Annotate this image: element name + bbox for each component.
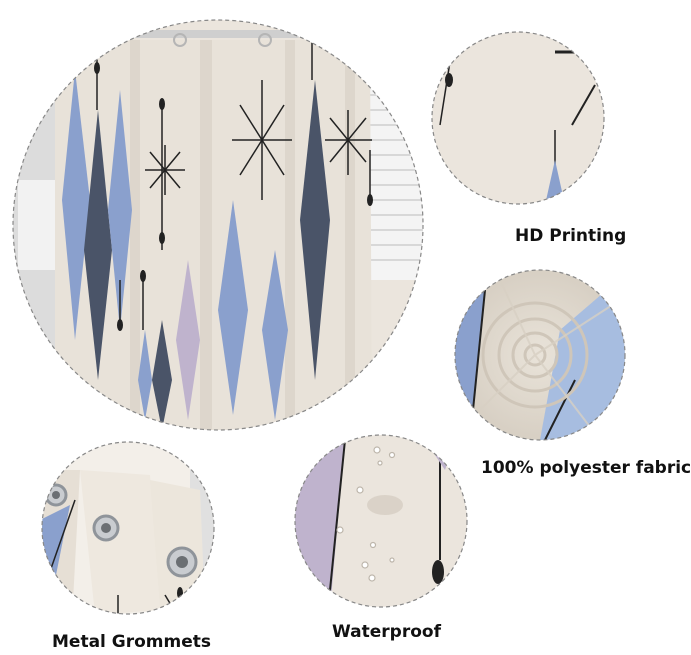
feature-label-waterproof: Waterproof [332,622,441,642]
polyester-fabric-image [455,270,625,440]
feature-label-hd-printing: HD Printing [515,226,627,246]
feature-label-grommets: Metal Grommets [52,632,212,652]
metal-grommets-image [42,442,214,614]
feature-label-polyester: 100% polyester fabric [481,458,691,478]
waterproof-image [295,435,467,607]
hd-printing-image [432,32,604,204]
curtain-main-image [13,20,423,430]
